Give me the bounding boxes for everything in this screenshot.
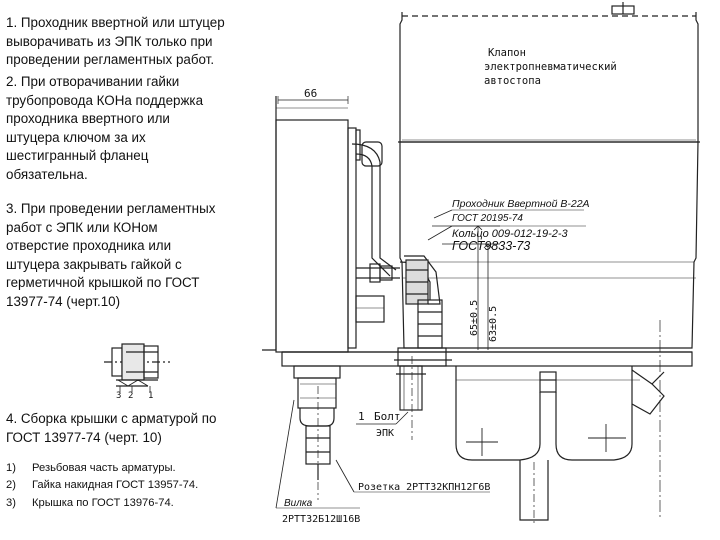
plug-label: Вилка [284,498,313,509]
list-item: 3)Крышка по ГОСТ 13976-74. [6,496,174,509]
pipe-loop [351,141,400,323]
ring-label: Кольцо 009-012-19-2-3 [452,228,569,240]
bolt-sub: ЭПК [376,428,394,439]
dimension-lines [427,209,586,350]
valve-housing [398,2,700,349]
passer-label: ГОСТ 20195-74 [452,213,523,224]
valve-label: Клапон [488,47,526,59]
list-item: 1)Резьбовая часть арматуры. [6,462,176,474]
cap-part-number: 1 [148,391,153,401]
base-plate [281,347,693,367]
dimension-65: 65±0.5 [469,300,480,336]
note-3: 3. При проведении регламентных работ с Э… [6,201,216,309]
passer-label: Проходник Ввертной В-22А [452,198,590,210]
lower-housing [455,320,665,526]
list-item: 2)Гайка накидная ГОСТ 13957-74. [6,479,199,492]
connector-plug [275,365,490,509]
parts-list: 1)Резьбовая часть арматуры. 2)Гайка наки… [6,460,198,512]
ring-label: ГОСТ9833-73 [452,239,530,253]
cap-part-number: 2 [128,391,133,401]
valve-label: автостопа [484,75,541,87]
valve-label: электропневматический [484,61,617,73]
cap-part-number: 3 [116,391,121,401]
note-4: 4. Сборка крышки с арматурой по ГОСТ 139… [6,411,217,445]
note-2: 2. При отворачивании гайки трубопровода … [6,74,204,182]
dimension-63: 63±0.5 [488,306,499,342]
cap-sketch [104,343,170,392]
bolt-epk [356,356,426,440]
dimension-66: 66 [304,87,317,100]
bolt-label: Болт [374,410,401,423]
adapter-fitting [399,255,443,349]
note-1: 1. Проходник ввертной или штуцер выворач… [6,15,225,68]
plug-label: 2РТТ32Б12Ш16В [282,514,360,525]
socket-label: Розетка 2РТТ32КПН12Г6В [358,482,490,493]
bolt-number: 1 [358,410,365,423]
mount-plate [262,96,361,353]
